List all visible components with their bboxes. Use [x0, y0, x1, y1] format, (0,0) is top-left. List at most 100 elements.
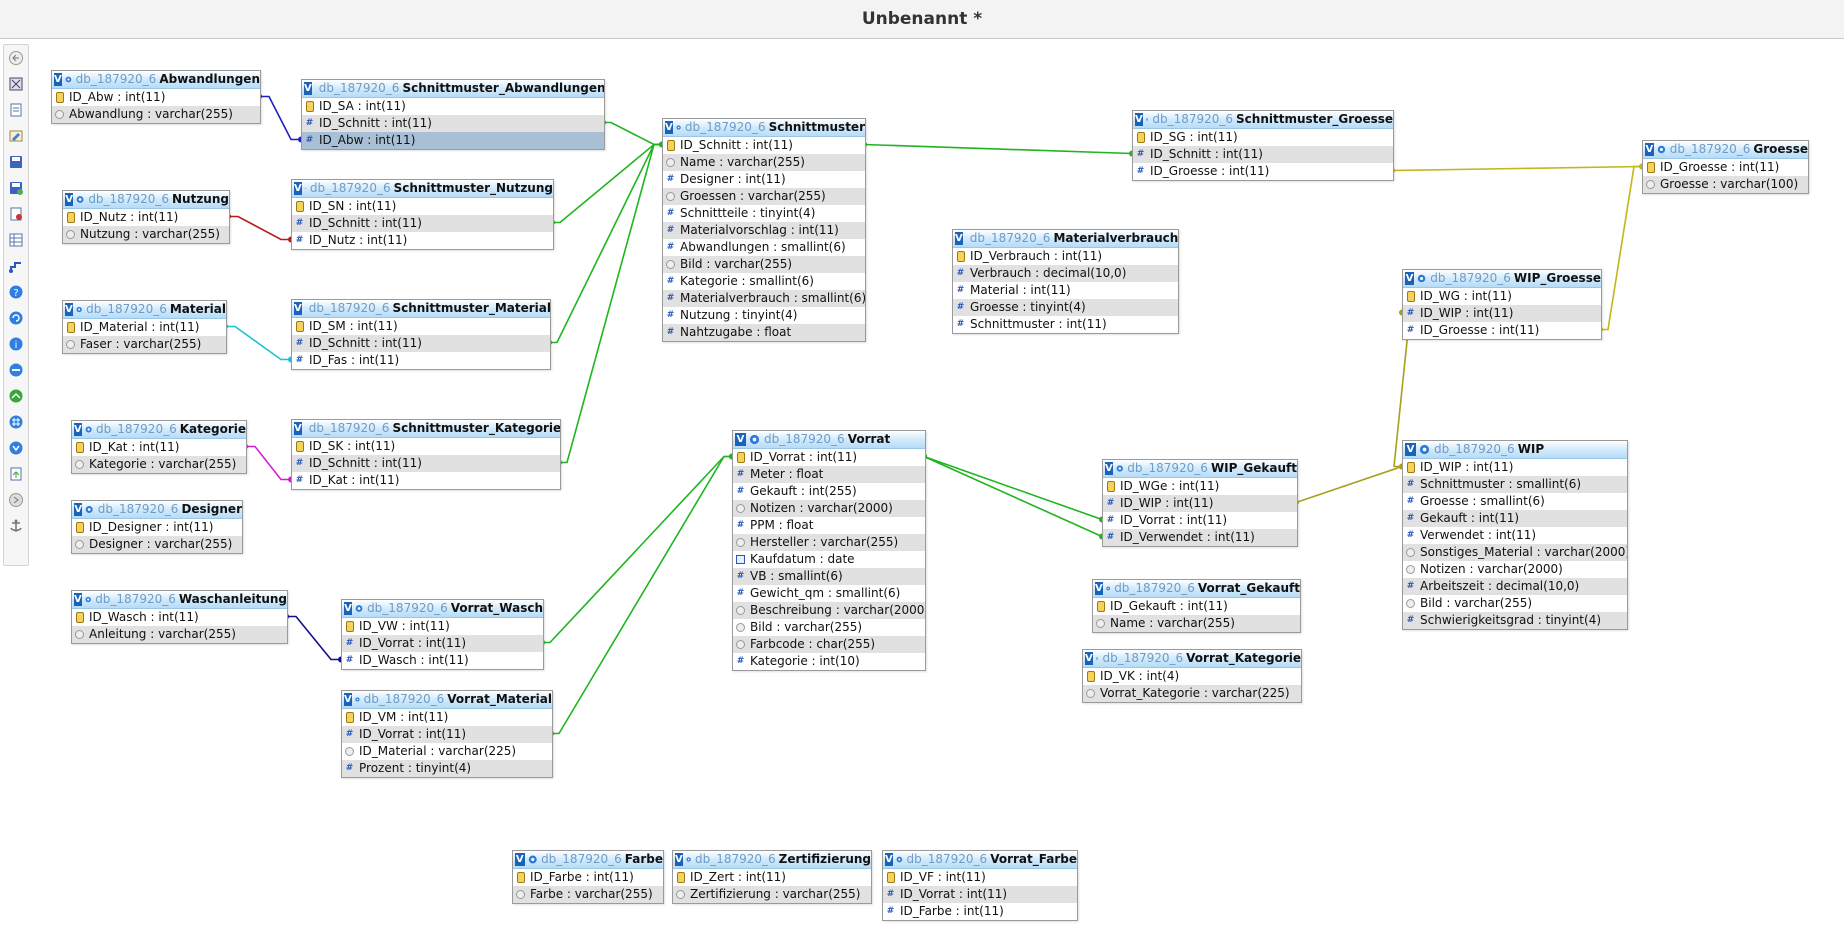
table-field-row[interactable]: ID_SG : int(11) [1133, 129, 1393, 146]
table-field-row[interactable]: ID_Kat : int(11) [72, 439, 246, 456]
collapse-toggle-icon[interactable]: V [885, 853, 893, 866]
gear-icon[interactable] [355, 603, 363, 614]
table-field-row[interactable]: Abwandlung : varchar(255) [52, 106, 260, 123]
collapse-toggle-icon[interactable]: V [1135, 113, 1143, 126]
table-field-row[interactable]: #Schwierigkeitsgrad : tinyint(4) [1403, 612, 1627, 629]
table-field-row[interactable]: #Gewicht_qm : smallint(6) [733, 585, 925, 602]
table-field-row[interactable]: ID_VM : int(11) [342, 709, 552, 726]
collapse-toggle-icon[interactable]: V [54, 73, 62, 86]
table-field-row[interactable]: #ID_Schnitt : int(11) [292, 455, 560, 472]
table-field-row[interactable]: #Designer : int(11) [663, 171, 865, 188]
table-field-row[interactable]: ID_Designer : int(11) [72, 519, 242, 536]
gear-icon[interactable] [528, 854, 538, 865]
new-page-button[interactable] [7, 101, 25, 119]
table-field-row[interactable]: ID_Farbe : int(11) [513, 869, 663, 886]
gear-icon[interactable] [85, 594, 91, 605]
table-field-row[interactable]: #ID_Schnitt : int(11) [302, 115, 604, 132]
table-field-row[interactable]: Notizen : varchar(2000) [733, 500, 925, 517]
table-field-row[interactable]: #ID_Schnitt : int(11) [1133, 146, 1393, 163]
table-field-row[interactable]: Anleitung : varchar(255) [72, 626, 287, 643]
table-field-row[interactable]: #Prozent : tinyint(4) [342, 760, 552, 777]
table-field-row[interactable]: Bild : varchar(255) [733, 619, 925, 636]
table-field-row[interactable]: #Groesse : smallint(6) [1403, 493, 1627, 510]
collapse-toggle-icon[interactable]: V [1085, 652, 1093, 665]
table-field-row[interactable]: #ID_WIP : int(11) [1103, 495, 1297, 512]
gear-icon[interactable] [1095, 653, 1099, 664]
table-field-row[interactable]: #Verwendet : int(11) [1403, 527, 1627, 544]
table-field-row[interactable]: ID_VK : int(4) [1083, 668, 1301, 685]
gear-icon[interactable] [1116, 463, 1124, 474]
table-field-row[interactable]: Sonstiges_Material : varchar(2000) [1403, 544, 1627, 561]
small-big-button[interactable] [7, 439, 25, 457]
edit-button[interactable] [7, 127, 25, 145]
table-field-row[interactable]: #ID_Schnitt : int(11) [292, 215, 553, 232]
table-field-row[interactable]: #ID_Nutz : int(11) [292, 232, 553, 249]
refresh-button[interactable] [7, 309, 25, 327]
collapse-toggle-icon[interactable]: V [675, 853, 683, 866]
table-field-row[interactable]: #ID_Vorrat : int(11) [342, 635, 543, 652]
table-field-row[interactable]: ID_WG : int(11) [1403, 288, 1601, 305]
table-field-row[interactable]: Notizen : varchar(2000) [1403, 561, 1627, 578]
table-field-row[interactable]: #Nahtzugabe : float [663, 324, 865, 341]
info-button[interactable]: i [7, 335, 25, 353]
table-field-row[interactable]: Beschreibung : varchar(2000) [733, 602, 925, 619]
table-field-row[interactable]: ID_Vorrat : int(11) [733, 449, 925, 466]
collapse-toggle-icon[interactable]: V [1645, 143, 1654, 156]
gear-icon[interactable] [85, 424, 92, 435]
table-field-row[interactable]: ID_Material : varchar(225) [342, 743, 552, 760]
save-button[interactable] [7, 153, 25, 171]
gear-icon[interactable] [676, 122, 681, 133]
table-list-button[interactable] [7, 231, 25, 249]
gear-icon[interactable] [85, 504, 94, 515]
toggle-all-button[interactable] [7, 75, 25, 93]
save-as-button[interactable] [7, 179, 25, 197]
toggle-relation-button[interactable] [7, 361, 25, 379]
collapse-toggle-icon[interactable]: V [1095, 582, 1103, 595]
table-field-row[interactable]: #Verbrauch : decimal(10,0) [953, 265, 1178, 282]
table-field-row[interactable]: ID_Verbrauch : int(11) [953, 248, 1178, 265]
table-field-row[interactable]: Name : varchar(255) [663, 154, 865, 171]
gear-icon[interactable] [1657, 144, 1666, 155]
collapse-toggle-icon[interactable]: V [515, 853, 525, 866]
collapse-toggle-icon[interactable]: V [304, 82, 312, 95]
gear-icon[interactable] [896, 854, 903, 865]
collapse-toggle-icon[interactable]: V [74, 503, 83, 516]
gear-icon[interactable] [1417, 273, 1426, 284]
table-field-row[interactable]: Hersteller : varchar(255) [733, 534, 925, 551]
table-field-row[interactable]: Farbcode : char(255) [733, 636, 925, 653]
table-field-row[interactable]: Vorrat_Kategorie : varchar(225) [1083, 685, 1301, 702]
table-field-row[interactable]: #ID_Verwendet : int(11) [1103, 529, 1297, 546]
collapse-button[interactable] [7, 491, 25, 509]
table-field-row[interactable]: #Schnittteile : tinyint(4) [663, 205, 865, 222]
table-field-row[interactable]: #ID_Vorrat : int(11) [883, 886, 1077, 903]
collapse-toggle-icon[interactable]: V [294, 182, 302, 195]
gear-icon[interactable] [76, 304, 82, 315]
